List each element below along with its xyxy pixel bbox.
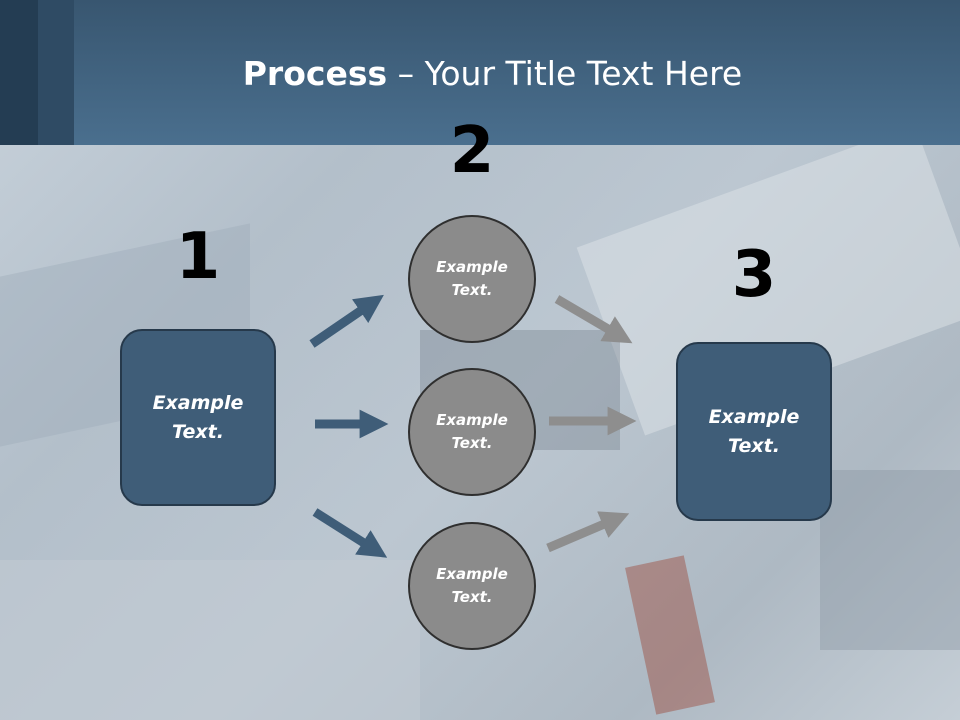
step-2-circle-top: Example Text. — [408, 215, 536, 343]
circle-top-label: Example Text. — [436, 258, 508, 299]
circle-middle-label: Example Text. — [436, 411, 508, 452]
arrow-left-to-bottom — [312, 508, 388, 558]
step-number-2: 2 — [449, 114, 495, 188]
title-bar — [0, 0, 960, 145]
arrow-bottom-to-right — [546, 511, 630, 553]
step-number-1: 1 — [175, 220, 221, 294]
arrow-left-to-top — [309, 294, 384, 348]
step-3-label: Example Text. — [708, 405, 800, 457]
step-2-circle-bottom: Example Text. — [408, 522, 536, 650]
step-1-label: Example Text. — [152, 391, 244, 443]
step-1-box: Example Text. — [120, 329, 276, 506]
circle-bottom-label: Example Text. — [436, 565, 508, 606]
step-3-box: Example Text. — [676, 342, 832, 521]
step-number-3: 3 — [731, 238, 777, 312]
arrow-top-to-right — [554, 295, 633, 344]
slide-title: Process – Your Title Text Here — [242, 54, 743, 93]
step-2-circle-middle: Example Text. — [408, 368, 536, 496]
